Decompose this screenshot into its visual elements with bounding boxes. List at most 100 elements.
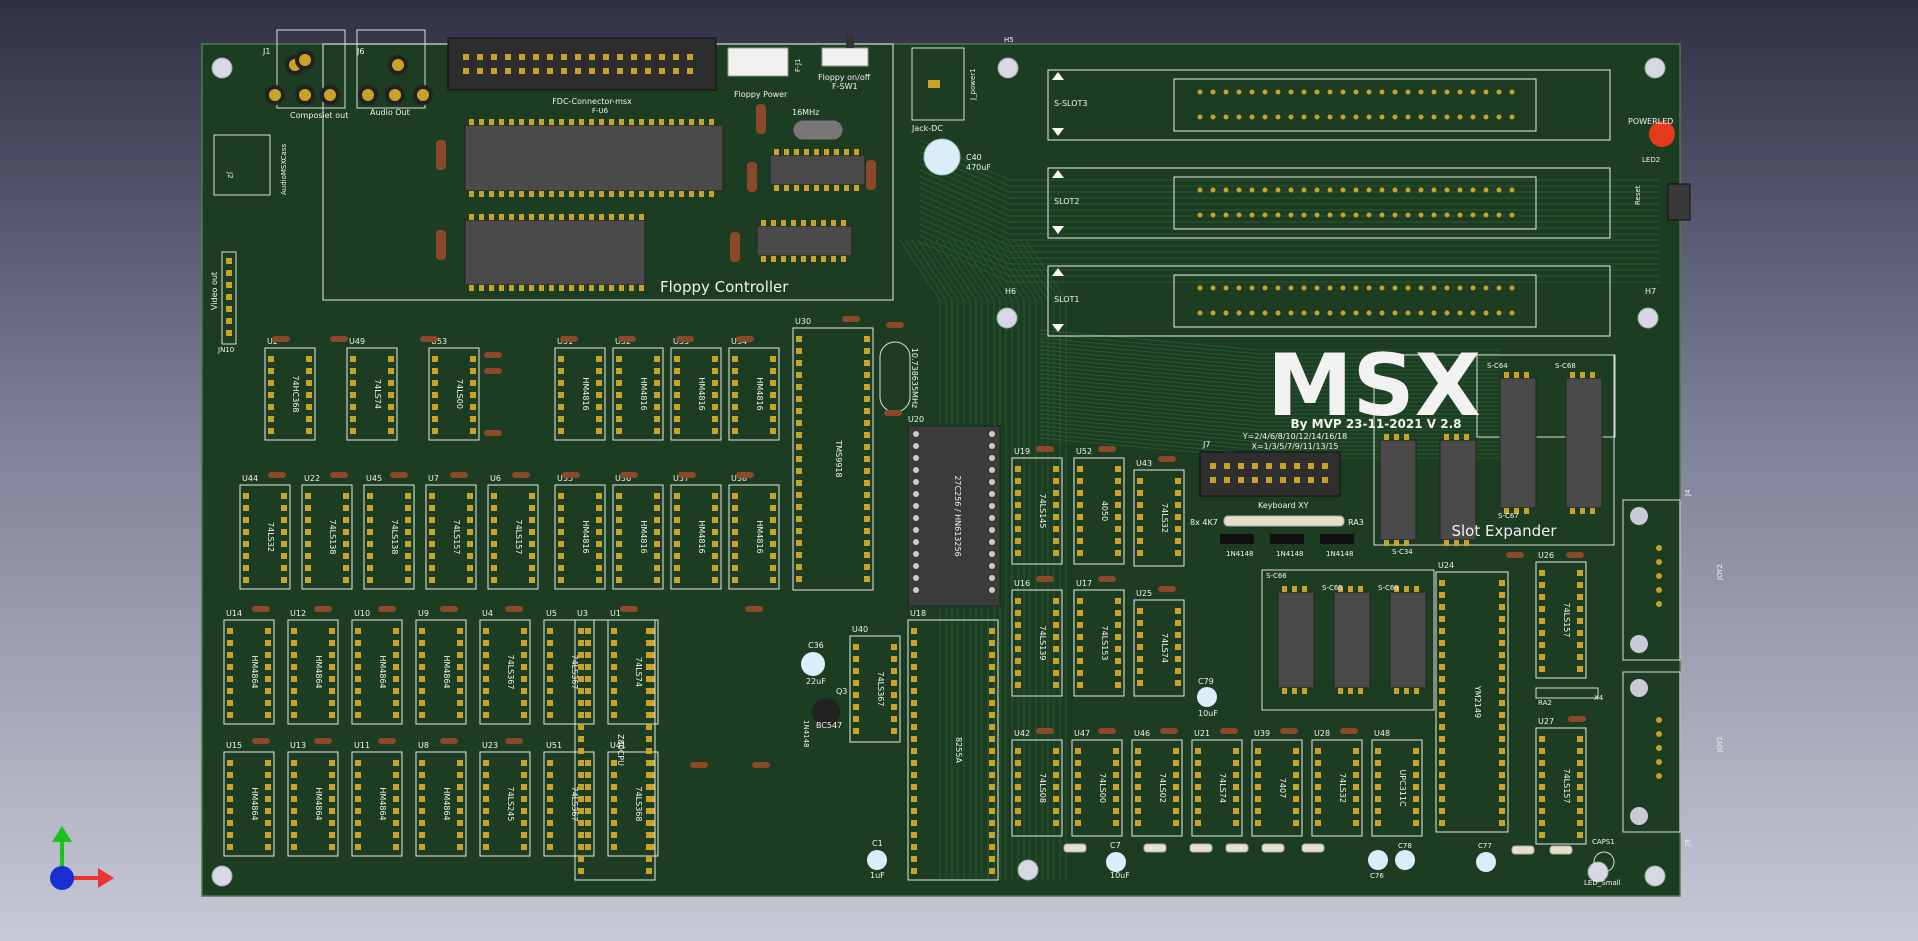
chip-ref: U27 [1538,717,1554,726]
pin-pad [1053,550,1059,556]
joystick-pin [1656,573,1662,579]
pin-pad [1353,820,1359,826]
chip-ref: U15 [226,741,242,750]
pin-pad [1292,586,1297,592]
axis-z [50,866,74,890]
pin-pad [489,214,494,220]
pin-pad [483,820,489,826]
header-pin [1294,463,1300,469]
pin-pad [770,505,776,511]
pin-pad [1077,598,1083,604]
decoupling-cap [1568,716,1586,722]
pin-pad [1524,508,1529,514]
pin-pad [1439,760,1445,766]
floppy-power-label: Floppy Power [734,90,788,99]
pin-pad [509,214,514,220]
j3-label: J3 [1684,839,1692,847]
pin-pad [1504,508,1509,514]
slot-pin [1509,114,1515,120]
pin-pad [1255,784,1261,790]
pin-pad [569,285,574,291]
slot-label: SLOT1 [1054,295,1080,304]
slot-pin [1431,187,1437,193]
pin-pad [305,505,311,511]
chip-ref: U53 [431,337,447,346]
pin-pad [853,644,859,650]
pin-pad [674,505,680,511]
expander-frame-2 [1261,569,1435,711]
pin-pad [491,565,497,571]
pin-pad [549,191,554,197]
trace [941,239,983,880]
pin-pad [355,700,361,706]
pin-pad [558,541,564,547]
pin-pad [483,760,489,766]
decoupling-cap [1098,446,1116,452]
c7-label: C7 [1110,841,1121,850]
slot-label: SLOT2 [1054,197,1080,206]
pin-pad [674,416,680,422]
floppy-switch-lever[interactable] [846,34,854,48]
pin-pad [712,392,718,398]
pin-pad [796,576,802,582]
chip-part: 74LS32 [1338,773,1347,803]
pin-pad [596,356,602,362]
chip-part: 74LS32 [266,522,275,552]
exp-cap-label: S-C64 [1487,362,1508,370]
slot-pin [1327,89,1333,95]
chip-outline [670,347,722,441]
decoupling-cap [512,472,530,478]
axis-y-arrow [52,826,72,842]
trace [1025,239,1067,880]
pin-pad [1077,526,1083,532]
cartridge-slot[interactable] [1047,265,1611,337]
pin-pad [732,505,738,511]
pin-pad [674,517,680,523]
reset-button[interactable] [1667,183,1691,221]
pin-pad [989,820,995,826]
c79-label: C79 [1198,677,1214,686]
pin-pad [1539,820,1545,826]
pin-pad [891,668,897,674]
pin-pad [646,856,652,862]
joystick-connector[interactable] [1622,671,1681,833]
pin-pad [489,285,494,291]
pin-pad [911,844,917,850]
pin-pad [864,468,870,474]
pin-pad [1137,668,1143,674]
slot-pin [1340,187,1346,193]
pin-pad [841,220,846,226]
header-pin [1266,477,1272,483]
cartridge-slot[interactable] [1047,167,1611,239]
slot-pin [1236,212,1242,218]
pin-pad [547,760,553,766]
pin-pad [419,820,425,826]
pin-pad [1053,478,1059,484]
slot-pin [1457,285,1463,291]
pin-pad [834,149,839,155]
joystick-connector[interactable] [1622,499,1681,661]
decoupling-cap [1506,552,1524,558]
pin-pad [616,517,622,523]
socket-hole [989,563,995,569]
pin-pad [911,760,917,766]
pin-pad [1580,372,1585,378]
pin-pad [499,191,504,197]
trace [1019,239,1061,880]
c36-value: 22uF [806,677,826,686]
slot-pin [1509,89,1515,95]
chip-body [464,219,646,286]
cap-c40 [923,138,961,176]
pin-pad [1439,616,1445,622]
chip-body [769,154,866,186]
floppy-switch[interactable] [821,47,869,67]
header-pin [226,258,232,264]
pin-pad [405,565,411,571]
pin-pad [329,676,335,682]
keyboard-header[interactable] [1199,451,1341,497]
pin-pad [355,640,361,646]
pin-pad [1115,466,1121,472]
cartridge-slot[interactable] [1047,69,1611,141]
pin-pad [585,676,591,682]
